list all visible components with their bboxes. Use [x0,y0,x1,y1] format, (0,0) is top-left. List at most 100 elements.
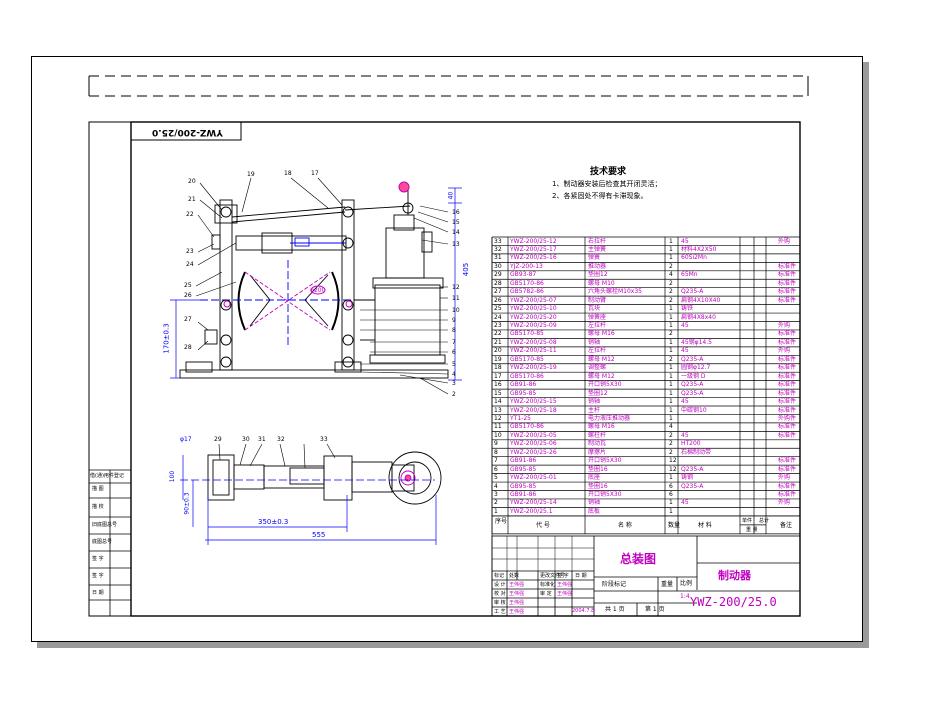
cell-name: 垫圈12 [588,271,608,279]
cell-no: 33 [494,237,502,245]
cell-name: 调整螺 [588,364,607,372]
title-block-cell: 处数 [509,573,520,579]
header-qty: 数量 [668,522,681,529]
cell-no: 26 [494,296,502,304]
cell-qty: 1 [669,406,673,414]
cell-code: YWZ-200/25-15 [510,398,557,406]
title-block-cell: 审 核 [494,600,506,606]
balloon: 32 [277,436,285,443]
cell-name: 螺母 M12 [588,355,615,363]
cell-mat: Q235-A [681,288,704,296]
assembly-title: 总装图 [620,552,657,566]
cell-note: 标准件 [778,398,797,406]
cell-qty: 1 [669,338,673,346]
cell-mat: 一级钢 D [681,372,706,380]
cell-note: 标准件 [778,372,797,380]
cell-qty: 1 [669,474,673,482]
cell-no: 23 [494,322,502,329]
side-label: 旧底图总号 [92,522,118,528]
cell-code: YJZ-200-13 [510,262,543,270]
drawing-sheet [31,56,863,642]
cell-name: 右拉杆 [588,237,607,245]
cell-no: 15 [494,389,502,397]
balloon: 28 [184,344,192,351]
cell-note: 标准件 [778,389,797,397]
cell-mat: 45 [681,322,689,329]
balloon: 15 [452,219,460,226]
cell-code: YWZ-200/25-14 [510,499,557,507]
cell-qty: 1 [669,372,673,380]
cell-name: 螺母 M16 [588,423,615,431]
cell-mat: 60Si2Mn [681,254,707,262]
cell-no: 32 [494,245,502,253]
cell-no: 24 [494,313,502,321]
cell-note: 标准件 [778,262,797,270]
cell-name: 螺母 M16 [588,330,615,338]
side-label: 签 字 [92,556,104,562]
tech-req-item-1: 1、制动器安装后检查其开闭灵活； [552,180,662,188]
cell-mat: Q235-A [681,381,704,389]
balloon: 24 [186,261,194,268]
cell-qty: 1 [669,313,673,321]
cell-code: YWZ-200/25-08 [510,338,557,346]
balloon: 25 [184,282,192,289]
balloon: 20 [188,178,196,185]
dim-plan-h2: 90±0.3 [183,492,191,515]
cell-name: 主杆 [588,406,601,414]
cell-mat: 45 [681,398,689,406]
cell-note: 标准件 [778,288,797,296]
cell-note: 标准件 [778,338,797,346]
cell-mat: Q235-A [681,355,704,363]
cell-qty: 1 [669,245,673,253]
cell-no: 1 [494,507,498,515]
cell-mat: 扁钢4X8x40 [681,313,716,321]
cell-code: GB95-85 [510,465,537,473]
cell-mat: 石棉制动带 [681,448,712,456]
cell-name: 电力液压推动器 [588,414,631,422]
cell-name: 弹簧座 [588,313,607,321]
balloon: 14 [452,229,460,236]
side-label: 描 校 [92,504,104,510]
cell-name: 瓦块 [588,305,601,313]
cell-note: 标准件 [778,431,797,439]
cell-no: 9 [494,440,498,448]
dim-drum: φ200 [310,287,326,294]
side-label: 描 图 [92,486,104,492]
cell-code: YWZ-200/25-06 [510,440,557,448]
cell-qty: 1 [669,398,673,406]
cell-code: GB91-86 [510,491,537,498]
cell-code: GB91-86 [510,457,537,465]
cell-name: 弹簧 [588,254,601,262]
cell-qty: 4 [669,423,673,431]
cell-name: 制动瓦 [588,440,607,448]
cell-note: 外购件 [778,414,797,422]
cell-code: YWZ-200/25-19 [510,364,557,372]
cell-mat: 材料4X2X50 [681,245,717,253]
cell-code: GB5170-85 [510,355,544,363]
cell-qty: 2 [669,330,673,338]
balloon: 19 [247,171,255,178]
cell-note: 标准件 [778,381,797,389]
cell-name: 左拉杆 [588,322,607,329]
balloon: 12 [452,284,460,291]
scale-label: 比例 [680,580,693,587]
cell-mat: 扁钢4X10X40 [681,296,721,304]
cell-qty: 2 [669,440,673,448]
sheet-total: 共 1 页 [605,606,625,613]
cell-mat: Q235-A [681,389,704,397]
cell-qty: 2 [669,279,673,287]
cell-name: 底座 [588,474,601,482]
side-label: 底图总号 [92,539,113,545]
balloon: 31 [258,436,266,443]
cell-note: 标准件 [778,465,797,473]
cell-code: YWZ-200/25-01 [510,474,557,482]
cell-note: 外购 [778,474,791,482]
header-single: 单件 [742,518,753,524]
cell-no: 10 [494,431,502,439]
cell-code: YWZ-200/25-16 [510,254,557,262]
cell-qty: 2 [669,431,673,439]
title-block-cell: 工 艺 [494,609,506,615]
header-weight: 重 量 [746,527,758,533]
cell-no: 12 [494,414,502,422]
